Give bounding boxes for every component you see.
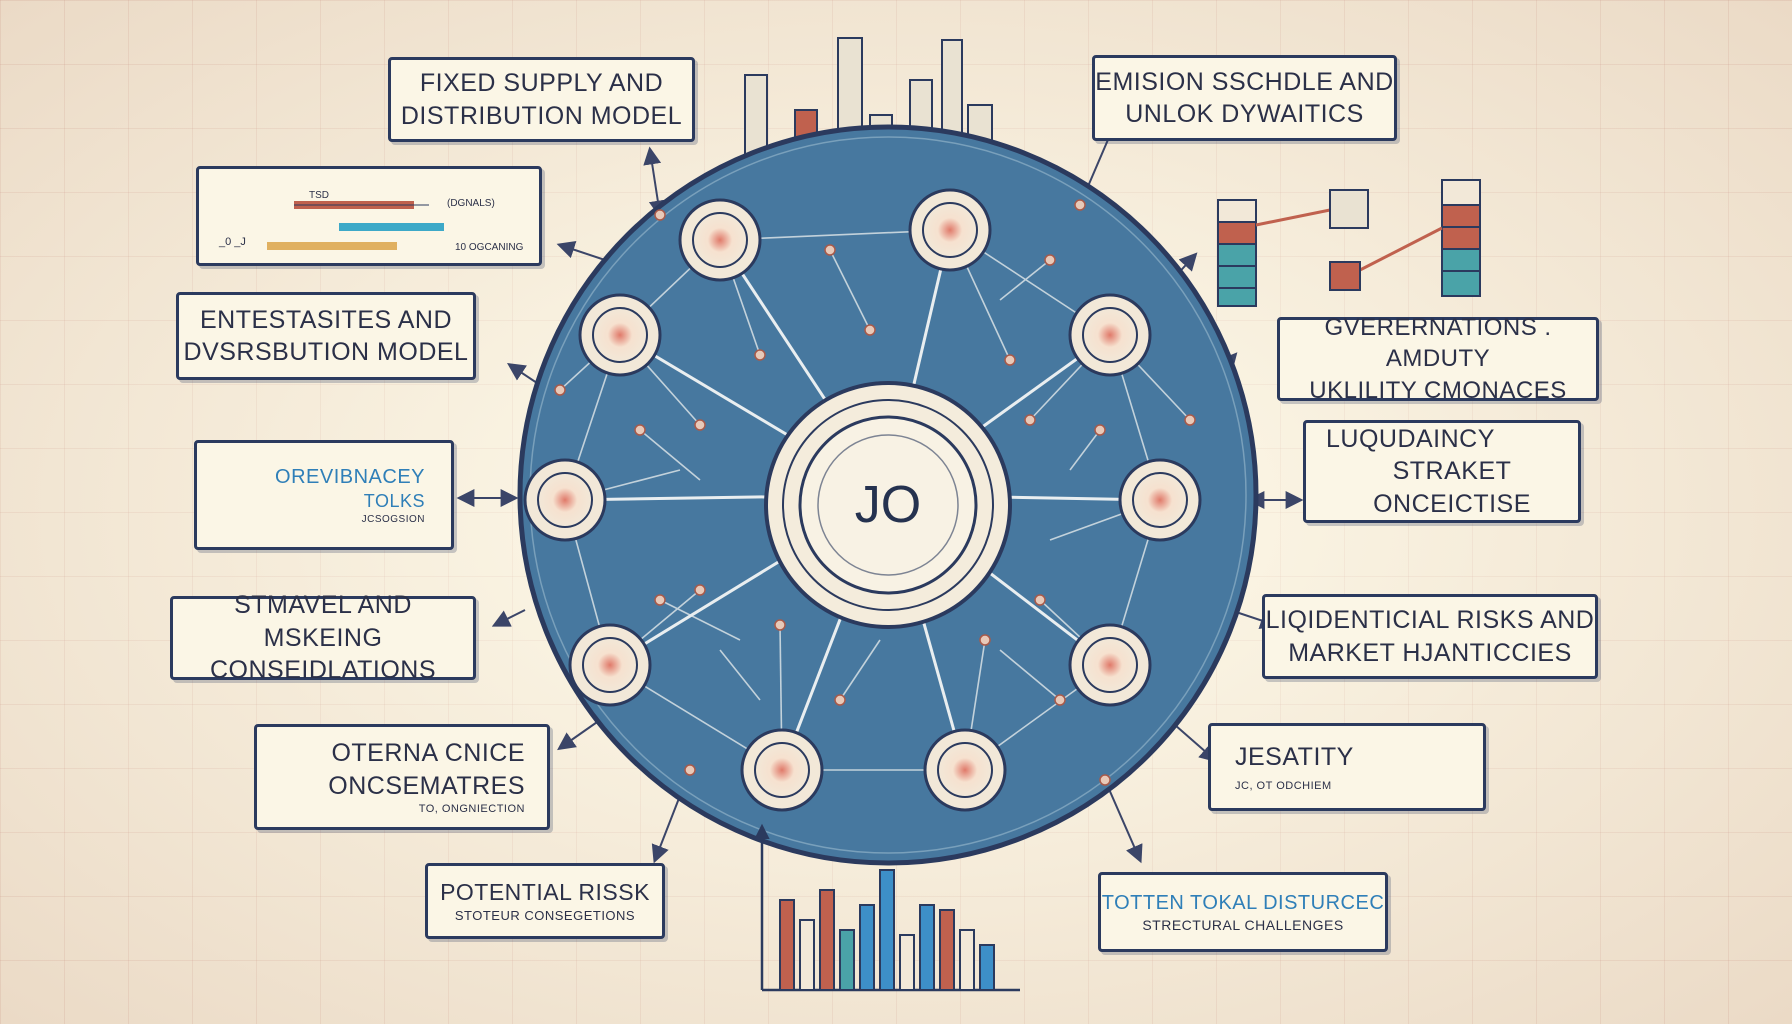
box-jesatity-sub: JC, OT ODCHIEM	[1235, 780, 1332, 793]
box-jesatity-line1: JESATITY	[1235, 742, 1354, 771]
box-potential-sub: STOTEUR CONSEGETIONS	[454, 907, 636, 923]
box-orevibnacey-sub: JCSOGSION	[361, 514, 425, 526]
box-orevibnacey-line2: TOLKS	[363, 490, 425, 511]
box-totten: TOTTEN TOKAL DISTURCEC STRECTURAL CHALLE…	[1098, 872, 1388, 952]
hub-label: JO	[854, 476, 922, 534]
timeline-label-2: (DGNALS)	[447, 198, 495, 209]
node-7	[568, 623, 652, 707]
box-orevibnacey: OREVIBNACEY TOLKS JCSOGSION	[194, 440, 454, 550]
box-orevibnacey-line1: OREVIBNACEY	[275, 465, 425, 488]
box-timeline: TSD (DGNALS) _0 _J 10 OGCANING	[196, 166, 542, 266]
box-fixed-supply-line2: DISTRIBUTION MODEL	[400, 101, 683, 130]
box-oterna: OTERNA CNICE ONCSEMATRES TO, ONGNIECTION	[254, 724, 550, 830]
box-gverernations-line2: UKLILITY CMONACES	[1309, 376, 1567, 404]
box-gverernations-line1: GVERERNATIONS . AMDUTY	[1324, 314, 1552, 373]
box-potential-line1: POTENTIAL RISSK	[440, 878, 650, 905]
box-liquidential: LIQIDENTICIAL RISKS AND MARKET HJANTICCI…	[1262, 594, 1598, 679]
node-1	[678, 198, 762, 282]
box-fixed-supply-line1: FIXED SUPPLY AND	[419, 69, 664, 97]
box-totten-sub: STRECTURAL CHALLENGES	[1142, 916, 1344, 933]
box-entestasites: ENTESTASITES AND DVSRSBUTION MODEL	[176, 292, 476, 380]
box-luqudaincy-line2: STRAKET ONCEICTISE	[1373, 457, 1531, 518]
box-oterna-line2: ONCSEMATRES	[328, 771, 525, 800]
box-stmavel-line2: CONSEIDLATIONS	[209, 656, 437, 685]
box-jesatity: JESATITY JC, OT ODCHIEM	[1208, 723, 1486, 811]
box-oterna-sub: TO, ONGNIECTION	[418, 803, 525, 816]
box-luqudaincy-line1: LUQUDAINCY	[1326, 424, 1495, 453]
node-3	[578, 293, 662, 377]
timeline-label-4: 10 OGCANING	[455, 242, 524, 253]
node-10	[923, 728, 1007, 812]
box-totten-line1: TOTTEN TOKAL DISTURCEC	[1101, 891, 1385, 914]
box-gverernations: GVERERNATIONS . AMDUTY UKLILITY CMONACES	[1277, 314, 1599, 404]
box-stmavel-line1: STMAVEL AND MSKEING	[234, 591, 412, 652]
bottom-bar-chart-icon	[754, 823, 1020, 992]
timeline-bars-icon	[267, 201, 444, 250]
box-oterna-line1: OTERNA CNICE	[331, 739, 525, 768]
junction-dots	[554, 199, 1196, 786]
box-luqudaincy: LUQUDAINCY STRAKET ONCEICTISE	[1303, 420, 1581, 523]
box-emision: EMISION SSCHDLE AND UNLOK DYWAITICS	[1092, 55, 1397, 141]
box-entestasites-line2: DVSRSBUTION MODEL	[183, 338, 469, 366]
box-emision-line1: EMISION SSCHDLE AND	[1095, 67, 1394, 96]
node-9	[740, 728, 824, 812]
hub-node	[764, 381, 1012, 629]
node-8	[1068, 623, 1152, 707]
node-4	[1068, 293, 1152, 377]
box-emision-line2: UNLOK DYWAITICS	[1125, 100, 1364, 128]
box-liquidential-line2: MARKET HJANTICCIES	[1288, 638, 1572, 667]
network-nodes	[523, 188, 1202, 812]
stacked-blocks-icon	[1217, 179, 1481, 307]
node-5	[523, 458, 607, 542]
node-2	[908, 188, 992, 272]
box-potential: POTENTIAL RISSK STOTEUR CONSEGETIONS	[425, 863, 665, 939]
box-fixed-supply: FIXED SUPPLY AND DISTRIBUTION MODEL	[388, 57, 695, 142]
box-liquidential-line1: LIQIDENTICIAL RISKS AND	[1265, 606, 1595, 634]
node-6	[1118, 458, 1202, 542]
timeline-label-1: TSD	[309, 190, 329, 201]
timeline-label-3: _0 _J	[219, 236, 246, 248]
box-entestasites-line1: ENTESTASITES AND	[199, 305, 453, 334]
box-stmavel: STMAVEL AND MSKEING CONSEIDLATIONS	[170, 591, 476, 684]
